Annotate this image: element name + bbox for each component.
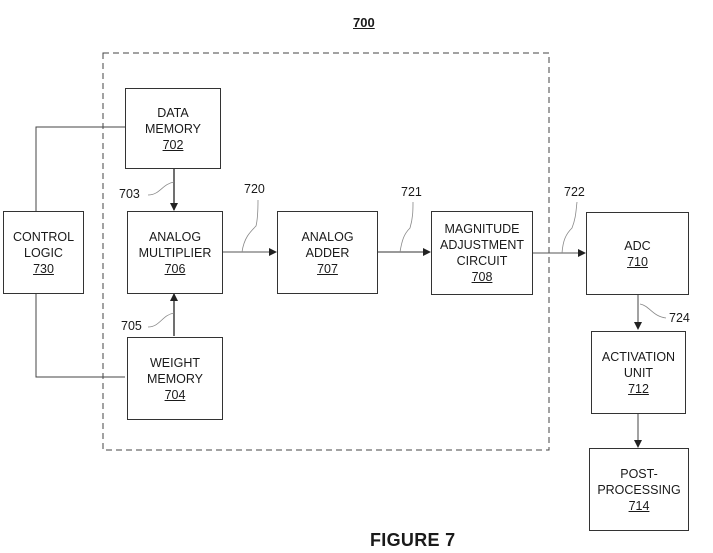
- data-memory-label-1: DATA: [157, 105, 189, 120]
- signal-705-leader: [147, 312, 175, 328]
- data-memory-number: 702: [162, 137, 184, 152]
- signal-720-label: 720: [244, 182, 265, 196]
- magnitude-adjustment-number: 708: [471, 270, 493, 284]
- signal-721-leader: [399, 201, 414, 253]
- weight-memory-number: 704: [164, 387, 186, 402]
- signal-720-leader: [241, 199, 259, 253]
- magnitude-adjustment-label-3: CIRCUIT: [456, 254, 508, 268]
- weight-memory-block: WEIGHT MEMORY 704: [127, 337, 223, 420]
- adc-block: ADC 710: [586, 212, 689, 295]
- figure-caption: FIGURE 7: [370, 530, 456, 550]
- magnitude-adjustment-block: MAGNITUDE ADJUSTMENT CIRCUIT 708: [431, 211, 533, 295]
- signal-724-label: 724: [669, 311, 690, 325]
- control-logic-label-2: LOGIC: [24, 245, 63, 260]
- control-logic-label-1: CONTROL: [12, 229, 75, 244]
- analog-multiplier-label-1: ANALOG: [148, 229, 202, 244]
- analog-multiplier-number: 706: [164, 261, 186, 276]
- post-processing-label-2: PROCESSING: [597, 482, 681, 497]
- magnitude-adjustment-label-2: ADJUSTMENT: [439, 238, 525, 252]
- accelerator-boundary: [102, 52, 550, 451]
- control-logic-block: CONTROL LOGIC 730: [3, 211, 84, 294]
- signal-703-label: 703: [119, 187, 140, 201]
- analog-multiplier-label-2: MULTIPLIER: [138, 245, 212, 260]
- magnitude-adjustment-label-1: MAGNITUDE: [444, 222, 520, 236]
- data-memory-label-2: MEMORY: [144, 121, 202, 136]
- signal-724-leader: [639, 303, 667, 319]
- signal-722-label: 722: [564, 185, 585, 199]
- analog-adder-label-1: ANALOG: [301, 229, 354, 244]
- weight-memory-label-2: MEMORY: [146, 371, 204, 386]
- control-logic-number: 730: [33, 261, 54, 276]
- signal-705-label: 705: [121, 319, 142, 333]
- post-processing-label-1: POST-: [620, 466, 658, 481]
- activation-unit-number: 712: [628, 381, 649, 396]
- control-to-data-memory-line: [35, 126, 125, 212]
- analog-adder-label-2: ADDER: [305, 245, 350, 260]
- data-memory-block: DATA MEMORY 702: [125, 88, 221, 169]
- post-processing-number: 714: [628, 498, 650, 513]
- adc-number: 710: [627, 254, 648, 269]
- control-to-weight-memory-line: [35, 293, 125, 378]
- activation-unit-label-1: ACTIVATION: [601, 349, 676, 364]
- analog-adder-number: 707: [317, 261, 338, 276]
- figure-number: 700: [353, 15, 375, 30]
- weight-memory-label-1: WEIGHT: [150, 355, 200, 370]
- post-processing-block: POST- PROCESSING 714: [589, 448, 689, 531]
- activation-unit-block: ACTIVATION UNIT 712: [591, 331, 686, 414]
- activation-unit-label-2: UNIT: [623, 365, 654, 380]
- analog-multiplier-block: ANALOG MULTIPLIER 706: [127, 211, 223, 294]
- signal-722-leader: [561, 201, 578, 254]
- signal-703-leader: [147, 181, 175, 196]
- signal-721-label: 721: [401, 185, 422, 199]
- adc-label: ADC: [624, 238, 651, 253]
- analog-adder-block: ANALOG ADDER 707: [277, 211, 378, 294]
